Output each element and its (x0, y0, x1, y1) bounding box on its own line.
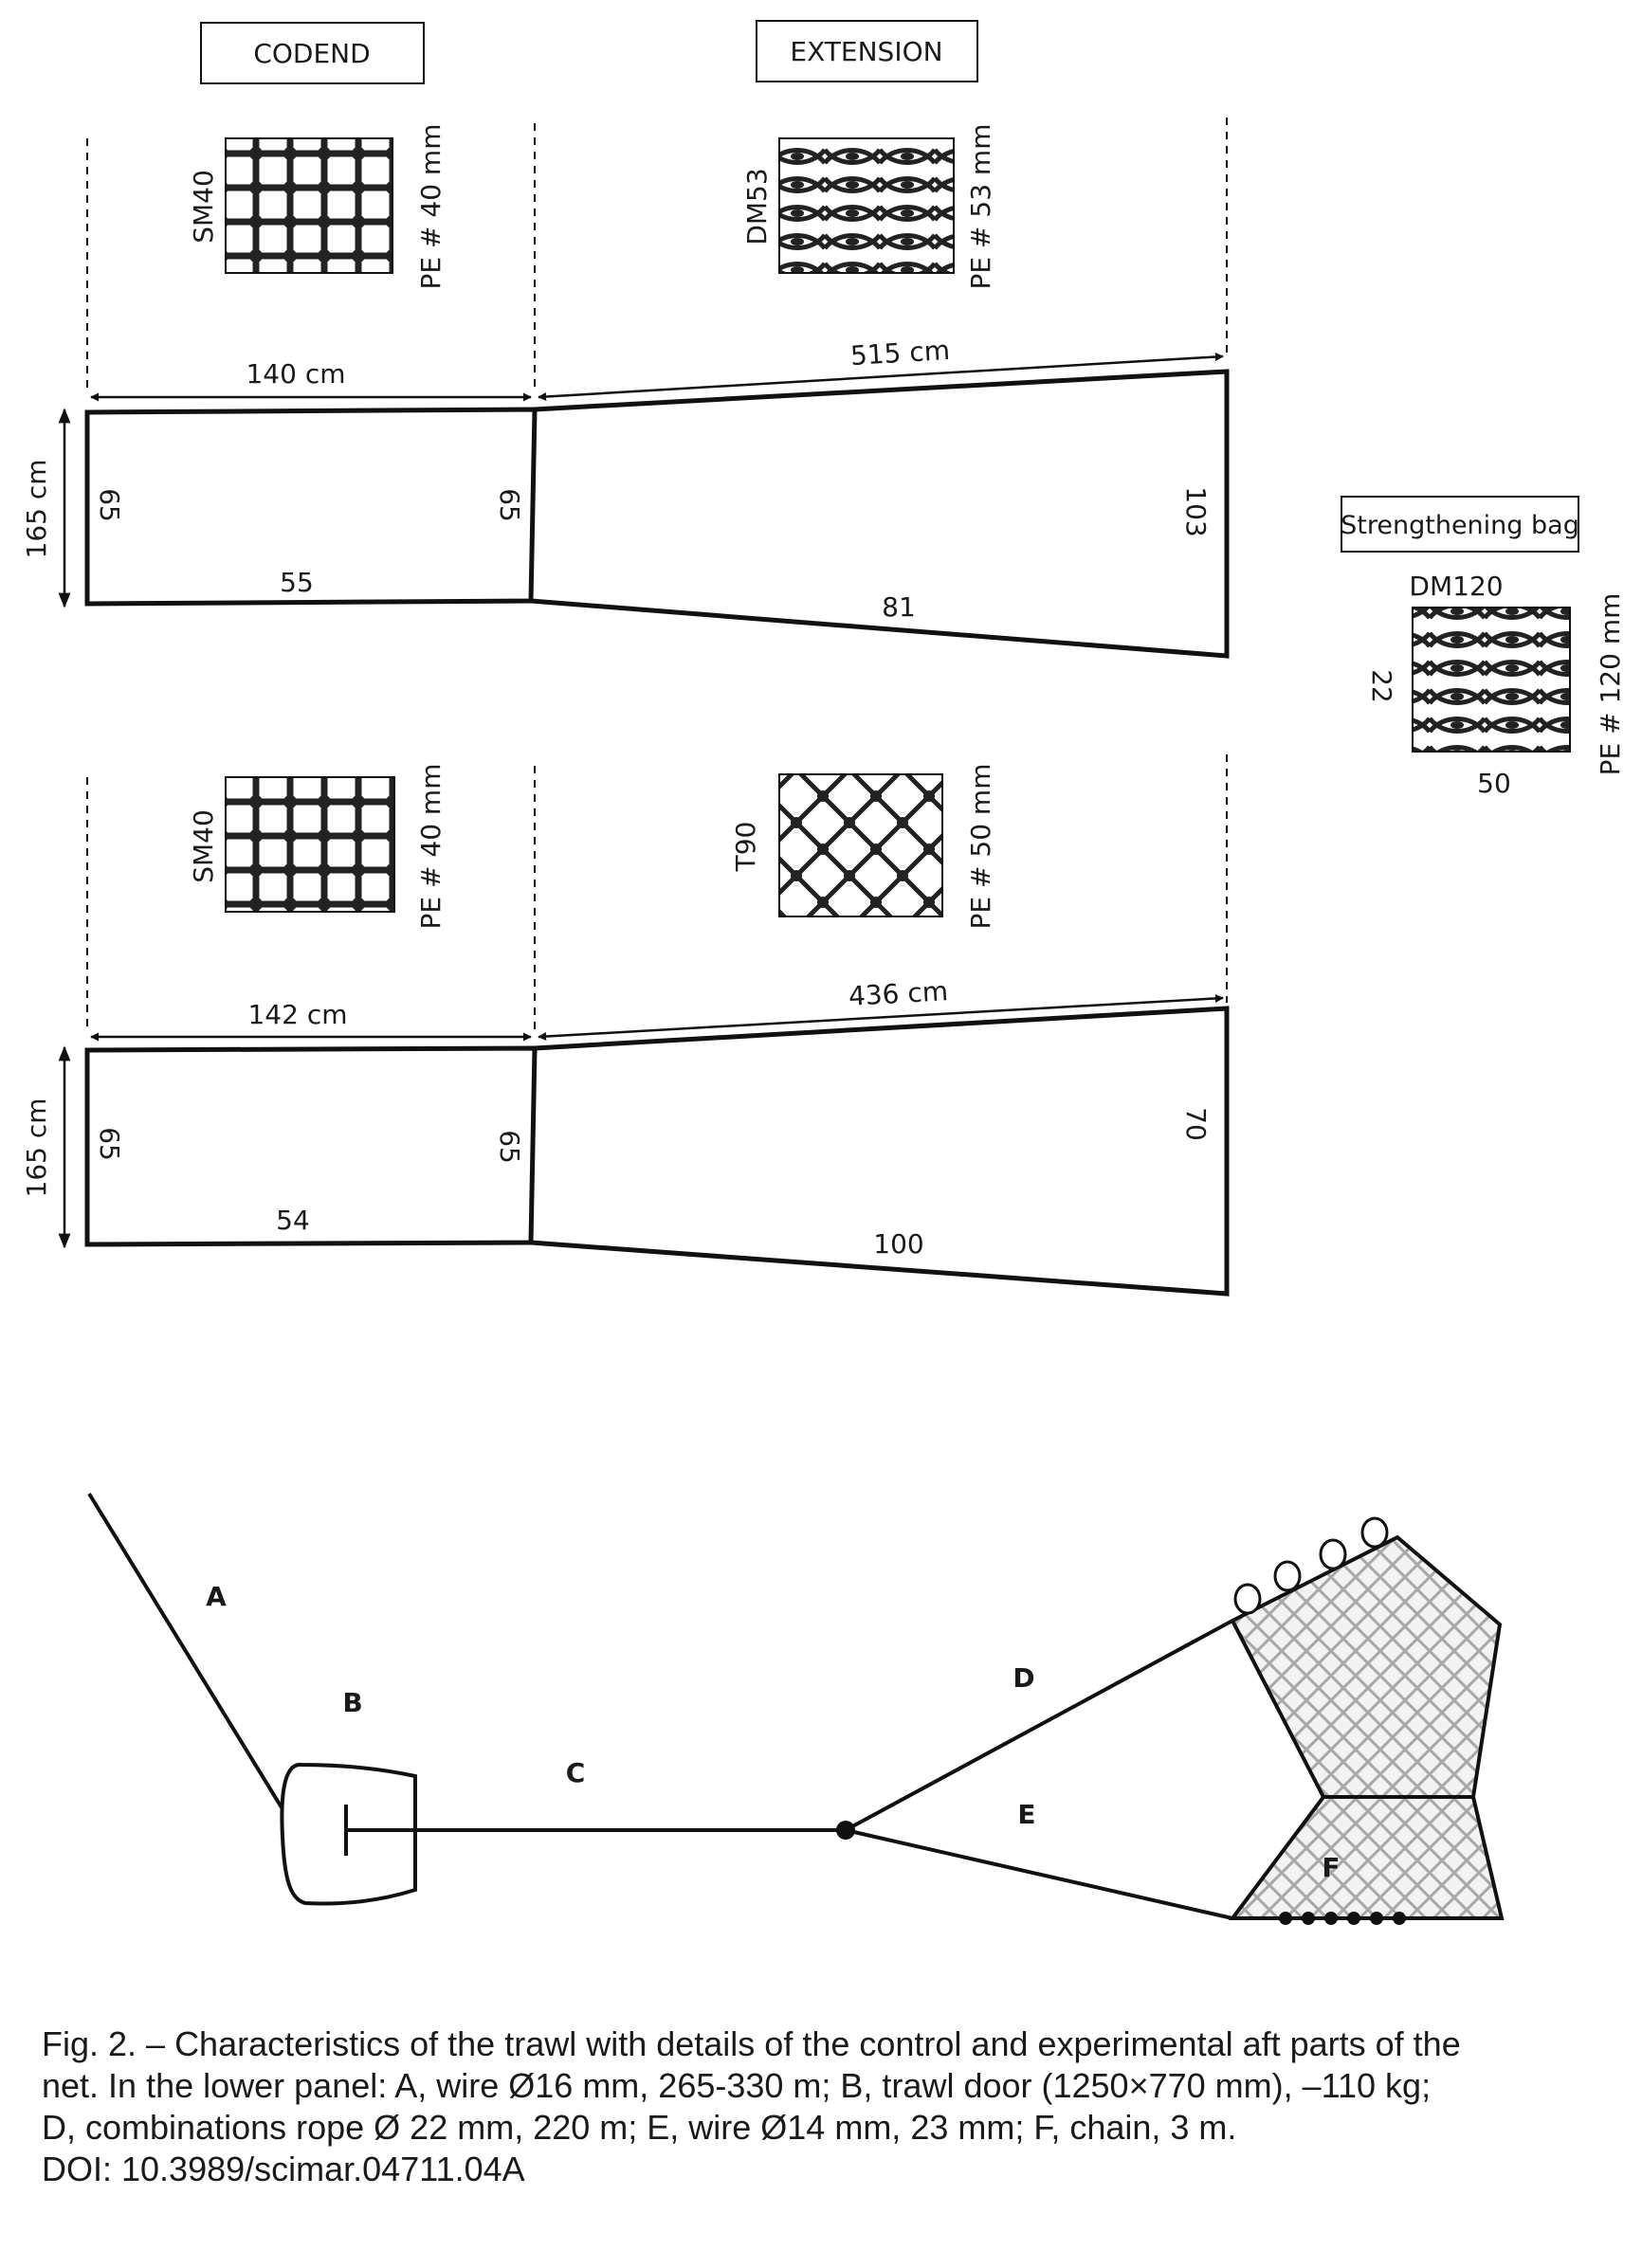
strengthening-bag-mesh-image (1412, 607, 1571, 753)
top-extension-length: 515 cm (849, 335, 951, 372)
caption-doi: DOI: 10.3989/scimar.04711.04A (42, 2150, 525, 2188)
chain-f (1279, 1912, 1406, 1925)
wire-e (845, 1828, 1233, 1920)
top-codend-mesh-code: SM40 (188, 170, 219, 244)
top-codend-left-meshes: 65 (94, 488, 125, 522)
bottom-extension-mesh-code: T90 (730, 822, 761, 873)
top-extension-length-arrow (538, 352, 1224, 402)
chain-link (1370, 1912, 1383, 1925)
label-f: F (1322, 1852, 1340, 1883)
header-codend-label: CODEND (253, 38, 370, 69)
caption-line: D, combinations rope Ø 22 mm, 220 m; E, … (42, 2108, 1237, 2147)
top-extension-right-meshes: 103 (1180, 486, 1212, 536)
label-e: E (1017, 1799, 1035, 1830)
top-extension-bottom-meshes: 81 (882, 591, 916, 623)
strengthening-bag-header: Strengthening bag (1341, 511, 1579, 540)
label-a: A (206, 1581, 227, 1612)
strengthening-bag: Strengthening bag DM120 22 50 PE # 120 m… (1341, 496, 1626, 799)
bottom-extension-mesh-material: PE # 50 mm (965, 764, 996, 930)
floats (1233, 1516, 1389, 1615)
label-d: D (1013, 1662, 1034, 1694)
caption-line: Fig. 2. – Characteristics of the trawl w… (42, 2024, 1461, 2063)
float (1233, 1583, 1262, 1615)
chain-link (1302, 1912, 1315, 1925)
bottom-extension-bottom-meshes: 100 (873, 1228, 923, 1260)
top-extension-mesh-material: PE # 53 mm (965, 124, 996, 290)
figure-caption: Fig. 2. – Characteristics of the trawl w… (42, 2023, 1606, 2190)
bottom-extension-right-meshes: 70 (1180, 1107, 1212, 1141)
bottom-extension-outline (530, 1006, 1230, 1297)
header-extension-label: EXTENSION (790, 36, 942, 67)
bottom-codend-length: 142 cm (247, 999, 347, 1030)
chain-link (1324, 1912, 1338, 1925)
top-codend-mesh-image (225, 137, 393, 274)
caption-line: net. In the lower panel: A, wire Ø16 mm,… (42, 2066, 1432, 2105)
trawl-door (280, 1763, 417, 1906)
top-codend-bottom-meshes: 55 (280, 567, 314, 598)
trawl-gear-diagram: A B C D E F (87, 1492, 1505, 1925)
bottom-codend-outline (84, 1045, 538, 1247)
chain-link (1347, 1912, 1360, 1925)
top-panel: SM40 PE # 40 mm DM53 PE # 53 mm 140 cm 5… (21, 118, 1230, 659)
wire-a-line (87, 1492, 286, 1814)
top-codend-mesh-material: PE # 40 mm (415, 124, 447, 290)
label-b: B (342, 1687, 362, 1718)
bottom-codend-mesh-material: PE # 40 mm (415, 764, 447, 930)
float (1360, 1516, 1389, 1549)
bottom-height: 165 cm (21, 1098, 52, 1197)
top-codend-right-meshes: 65 (494, 488, 525, 522)
header-extension: EXTENSION (756, 20, 978, 82)
rope-d (845, 1619, 1233, 1832)
strengthening-bag-mesh-material: PE # 120 mm (1595, 593, 1626, 776)
strengthening-bag-side-meshes: 22 (1366, 669, 1397, 703)
chain-link (1393, 1912, 1406, 1925)
label-c: C (566, 1757, 586, 1788)
bottom-codend-left-meshes: 65 (94, 1127, 125, 1161)
bottom-extension-length-arrow (538, 993, 1224, 1042)
bottom-extension-mesh-image (778, 773, 943, 917)
bottom-codend-bottom-meshes: 54 (276, 1205, 310, 1236)
float (1273, 1560, 1302, 1592)
bottom-codend-mesh-code: SM40 (188, 809, 219, 883)
bottom-codend-right-meshes: 65 (494, 1130, 525, 1164)
header-codend: CODEND (200, 22, 425, 84)
float (1319, 1538, 1347, 1570)
bottom-panel: SM40 PE # 40 mm T90 PE # 50 mm 142 cm 43… (21, 754, 1230, 1297)
top-height: 165 cm (21, 459, 52, 558)
strengthening-bag-bottom-meshes: 50 (1477, 768, 1511, 799)
top-extension-mesh-code: DM53 (741, 168, 773, 245)
bottom-extension-length: 436 cm (848, 975, 949, 1012)
top-extension-outline (530, 369, 1230, 659)
top-extension-mesh-image (778, 137, 955, 274)
strengthening-bag-mesh-code: DM120 (1409, 571, 1503, 602)
bottom-codend-mesh-image (225, 776, 395, 913)
top-codend-length: 140 cm (246, 358, 345, 390)
chain-link (1279, 1912, 1292, 1925)
strengthening-bag-header-box (1341, 496, 1579, 553)
net-upper-section (1230, 1534, 1503, 1799)
net-lower-section (1229, 1795, 1505, 1920)
